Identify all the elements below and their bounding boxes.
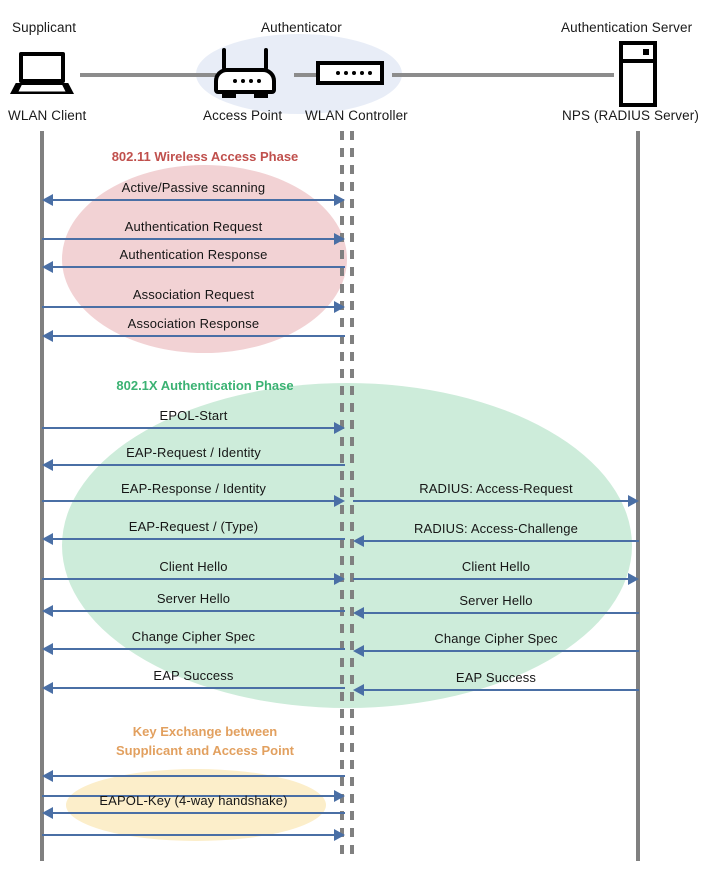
message-label: Server Hello [156,591,231,606]
message-line [51,538,345,540]
arrowhead-left-icon [42,770,53,782]
message-label: EAP-Request / Identity [126,445,261,460]
arrowhead-left-icon [353,684,364,696]
arrowhead-right-icon [628,573,639,585]
message-line [42,427,336,429]
message-label: RADIUS: Access-Challenge [414,521,578,536]
message-line [51,648,345,650]
message-line [42,306,336,308]
lifeline-wlan-controller-b [350,131,354,861]
message-label: Association Request [132,287,255,302]
phase-blob-802-11 [62,165,347,353]
message-line [362,612,639,614]
arrowhead-left-icon [42,533,53,545]
message-label: EAPOL-Key (4-way handshake) [99,793,288,808]
actor-role-supplicant: Supplicant [12,20,77,35]
arrowhead-right-icon [334,495,345,507]
arrowhead-left-icon [42,261,53,273]
arrowhead-right-icon [334,233,345,245]
message-line [51,775,345,777]
message-line [51,610,345,612]
message-label: Client Hello [461,559,531,574]
arrowhead-left-icon [42,682,53,694]
message-line [353,578,630,580]
actor-device-access-point: Access Point [203,108,283,123]
message-line [362,689,639,691]
message-label: Association Response [127,316,260,331]
arrowhead-right-icon [334,422,345,434]
message-line [51,464,345,466]
link-ap-to-controller [294,73,316,77]
arrowhead-right-icon [334,829,345,841]
message-line [362,540,639,542]
arrowhead-left-icon [353,645,364,657]
message-label: Server Hello [459,593,533,608]
message-label: RADIUS: Access-Request [419,481,573,496]
actor-device-wlan-controller: WLAN Controller [305,108,408,123]
lifeline-supplicant [40,131,44,861]
arrowhead-right-icon [334,301,345,313]
message-line [42,238,336,240]
message-label: Client Hello [159,559,228,574]
message-label: Authentication Response [119,247,268,262]
message-line [42,578,336,580]
phase-label-802-11: 802.11 Wireless Access Phase [111,149,299,164]
arrowhead-left-icon [42,330,53,342]
laptop-icon [10,52,83,96]
access-point-icon [214,48,276,100]
message-label: Active/Passive scanning [121,180,266,195]
message-label: EAP Success [153,668,234,683]
phase-blob-key-exchange [66,769,326,841]
message-line [51,812,345,814]
arrowhead-left-icon [353,607,364,619]
message-line [51,199,336,201]
arrowhead-left-icon [42,643,53,655]
message-label: Authentication Request [124,219,263,234]
message-line [51,335,345,337]
message-label: EAP-Response / Identity [120,481,267,496]
message-line [362,650,639,652]
message-label: Change Cipher Spec [131,629,256,644]
arrowhead-left-icon [42,459,53,471]
arrowhead-left-icon [353,535,364,547]
link-controller-to-server [392,73,614,77]
actor-role-authentication-server: Authentication Server [561,20,693,35]
phase-label-key-exchange-line2: Supplicant and Access Point [116,743,294,758]
phase-label-802-1x: 802.1X Authentication Phase [116,378,294,393]
actor-role-authenticator: Authenticator [261,20,342,35]
arrowhead-right-icon [628,495,639,507]
message-label: EAP Success [455,670,537,685]
message-line [42,834,336,836]
phase-label-key-exchange-line1: Key Exchange between [132,724,278,739]
wlan-controller-icon [316,61,384,85]
actor-device-wlan-client: WLAN Client [8,108,87,123]
message-line [353,500,630,502]
arrowhead-left-icon [42,807,53,819]
arrowhead-left-icon [42,194,53,206]
phase-blob-802-1x [62,383,632,708]
arrowhead-right-icon [334,790,345,802]
arrowhead-right-icon [334,573,345,585]
arrowhead-left-icon [42,605,53,617]
arrowhead-right-icon [334,194,345,206]
message-label: Change Cipher Spec [434,631,558,646]
link-client-to-ap [80,73,216,77]
message-label: EPOL-Start [159,408,228,423]
message-label: EAP-Request / (Type) [128,519,259,534]
message-line [51,266,345,268]
message-line [42,795,336,797]
message-line [42,500,336,502]
message-line [51,687,345,689]
actor-device-nps-radius-server: NPS (RADIUS Server) [562,108,699,123]
server-icon [619,41,657,107]
